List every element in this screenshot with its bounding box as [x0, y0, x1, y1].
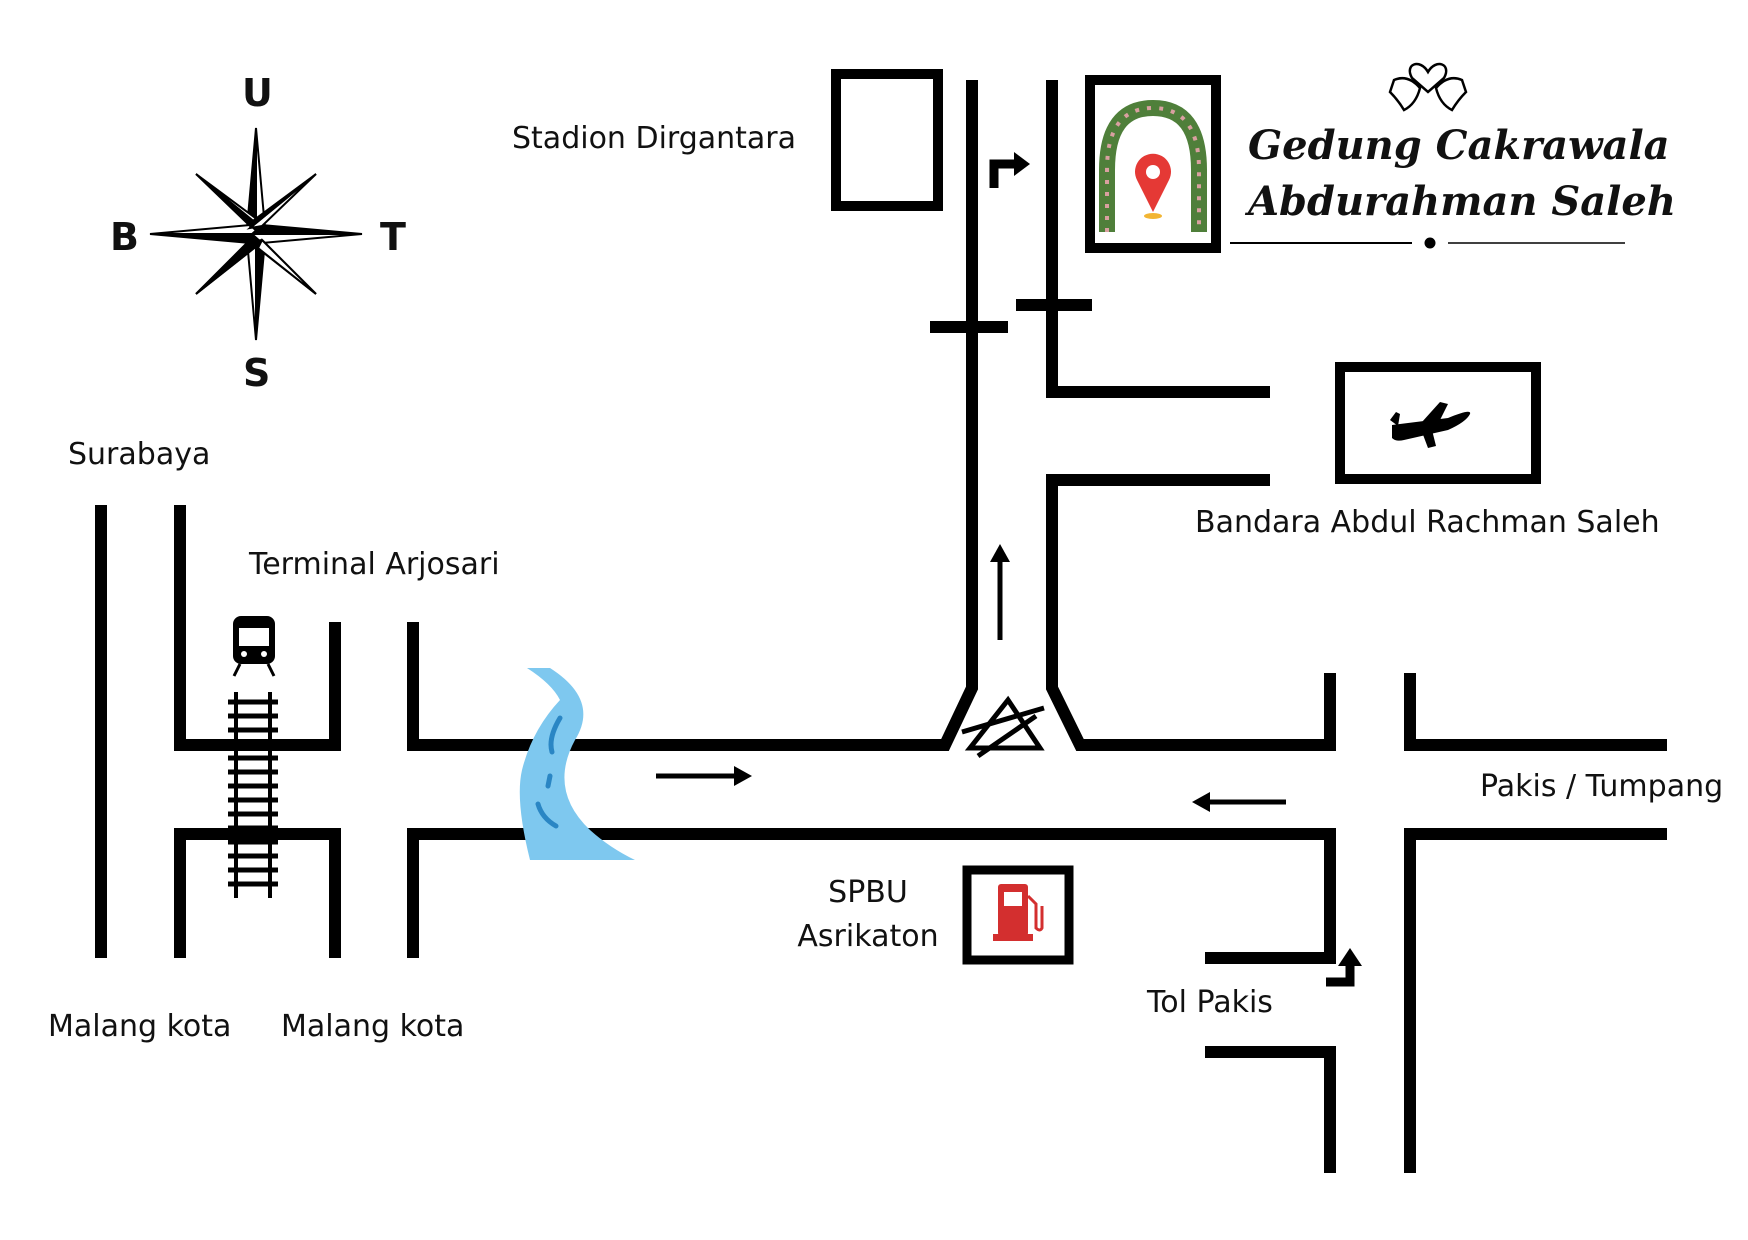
gas-station-label-line2: Asrikaton — [797, 919, 939, 954]
malang-kota-label-1: Malang kota — [48, 1009, 232, 1044]
stadium-label: Stadion Dirgantara — [512, 121, 797, 156]
terminal-label: Terminal Arjosari — [249, 547, 500, 582]
location-pin-icon — [1134, 153, 1171, 219]
venue-divider — [1230, 237, 1625, 249]
airplane-icon — [1390, 402, 1471, 448]
malang-kota-label-2: Malang kota — [281, 1009, 465, 1044]
stadium-building — [831, 69, 943, 211]
compass-south-label: S — [243, 351, 271, 395]
venue-name-line1: Gedung Cakrawala — [1248, 122, 1670, 169]
fuel-pump-icon — [993, 884, 1044, 941]
toll-label: Tol Pakis — [1147, 985, 1273, 1020]
compass-east-label: T — [380, 215, 406, 259]
wedding-arch-icon — [1099, 99, 1207, 232]
compass-west-label: B — [110, 215, 139, 259]
train-icon — [232, 616, 276, 677]
airport-label: Bandara Abdul Rachman Saleh — [1195, 505, 1660, 540]
gas-station-building — [962, 865, 1074, 965]
pakis-tumpang-label: Pakis / Tumpang — [1480, 769, 1724, 804]
railway-track-icon — [228, 692, 278, 898]
arrow-up-icon — [990, 544, 1010, 640]
surabaya-label: Surabaya — [68, 437, 211, 472]
monument-icon — [961, 695, 1045, 759]
compass-north-label: U — [242, 71, 273, 115]
turn-up-arrow-icon — [1326, 948, 1362, 987]
arrow-left-icon — [1192, 792, 1286, 812]
river-icon — [519, 668, 635, 860]
compass-rose-icon — [149, 127, 363, 341]
gas-station-label-line1: SPBU — [828, 875, 908, 910]
turn-right-arrow-icon — [989, 152, 1030, 188]
venue-building — [1085, 75, 1221, 253]
airport-building — [1335, 362, 1541, 484]
roads — [95, 80, 1667, 1173]
arrow-right-icon — [656, 766, 752, 786]
venue-name-line2: Abdurahman Saleh — [1248, 178, 1676, 225]
doves-heart-icon — [1388, 62, 1468, 112]
